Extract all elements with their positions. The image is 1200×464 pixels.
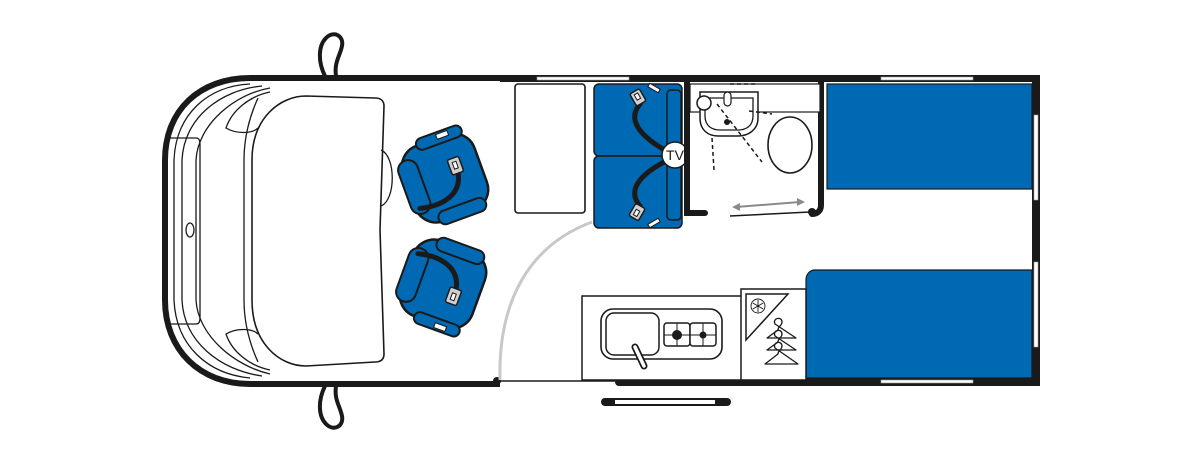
toilet-icon [767,116,813,174]
windows [536,76,1039,384]
rear-bed-upper [826,83,1033,190]
kitchen [581,295,743,381]
seatbelt-buckle-icon [628,203,646,221]
svg-text:TV: TV [666,147,685,163]
dinette-table [514,83,586,214]
front-seat-passenger [395,236,488,338]
coat-hanger-icon [764,317,799,365]
mirror-top [317,32,345,77]
seatbelt-buckle-icon [446,155,464,176]
sliding-door-arrow-icon [732,198,805,211]
dinette-bench: TV [593,82,689,229]
door-swing-arc [498,220,593,381]
washroom [684,79,824,217]
basin-icon [696,91,759,137]
window-top-rear [880,76,974,81]
entry-step [601,398,731,406]
seatbelt-buckle-icon [629,88,647,107]
window-rear-lower [1033,261,1039,348]
front-seat-driver [397,124,490,226]
hob-icon [663,322,717,347]
cab [168,83,393,379]
seatbelt-buckle-icon [444,286,462,307]
tv-icon: TV [661,141,689,169]
window-bottom-rear [880,379,974,384]
mirror-bottom [317,385,345,430]
rear-bed-lower [805,269,1033,379]
snowflake-icon [750,298,766,314]
window-top-dinette [536,76,630,81]
fridge-wardrobe [740,288,807,381]
kitchen-sink-icon [605,312,660,356]
badge-icon [185,222,195,238]
window-rear-upper [1033,114,1039,201]
